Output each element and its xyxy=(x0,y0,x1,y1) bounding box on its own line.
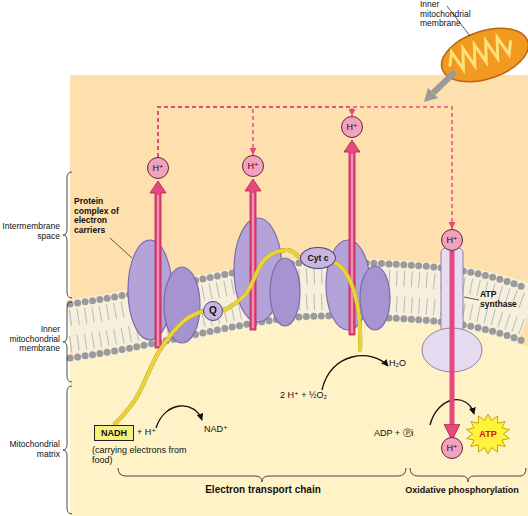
cytochrome-oval: Cyt c xyxy=(300,247,336,269)
leader-line xyxy=(464,297,479,300)
product-label: H₂O xyxy=(389,358,406,368)
reactant-label: 2 H⁺ + ½O₂ xyxy=(280,390,327,400)
proton-flow-line xyxy=(158,107,253,157)
synthase-label: ATP synthase xyxy=(480,290,526,309)
proton-pump-arrow xyxy=(245,179,261,330)
reaction-arrow xyxy=(156,406,202,428)
cristae xyxy=(446,34,515,73)
zoom-arrow-head xyxy=(424,88,438,102)
section-heading: Electron transport chain xyxy=(118,484,408,495)
complex-label: Protein complex of electron carriers xyxy=(74,197,134,235)
region-label: Inner mitochondrial membrane xyxy=(0,325,60,354)
node-text: H⁺ xyxy=(446,236,457,245)
zoom-arrow xyxy=(433,72,455,93)
protein-complex xyxy=(360,266,390,330)
node-text: H⁺ xyxy=(446,444,457,453)
brace xyxy=(63,172,72,298)
region-label: Mitochondrial matrix xyxy=(0,440,60,459)
proton-circle: H⁺ xyxy=(341,116,363,138)
atp-starburst: ATP xyxy=(466,414,510,454)
brace xyxy=(63,302,72,382)
node-text: H⁺ xyxy=(247,162,258,171)
node-text: NADH xyxy=(101,429,127,438)
membrane-label: Inner mitochondrial membrane xyxy=(420,0,480,29)
proton-pump-arrow xyxy=(150,181,166,348)
reaction-arrow xyxy=(322,356,388,390)
section-heading: Oxidative phosphorylation xyxy=(396,485,528,495)
ubiquinone-circle: Q xyxy=(203,301,223,321)
protein-complex xyxy=(270,258,300,326)
arrow-highlight xyxy=(252,193,254,328)
protein-complex xyxy=(164,267,200,343)
leader-line xyxy=(110,238,132,258)
electron-path xyxy=(114,311,203,425)
proton-channel-arrow xyxy=(450,251,455,437)
electron-path xyxy=(223,250,300,311)
proton-circle: H⁺ xyxy=(441,437,463,459)
electron-path xyxy=(334,262,360,352)
proton-flow-line xyxy=(158,107,452,229)
bracket xyxy=(410,468,526,482)
bracket xyxy=(118,468,406,482)
arrow-highlight xyxy=(351,154,353,333)
note-label: (carrying electrons from food) xyxy=(92,445,188,465)
arrow-highlight xyxy=(157,195,159,346)
proton-circle: H⁺ xyxy=(242,155,264,177)
reactant-label: + H⁺ xyxy=(137,427,156,437)
proton-circle: H⁺ xyxy=(147,157,169,179)
region-label: Intermembrane space xyxy=(0,222,60,241)
node-text: Q xyxy=(209,306,217,316)
proton-flow-line xyxy=(158,107,352,157)
nadh-box: NADH xyxy=(94,425,134,441)
product-label: NAD⁺ xyxy=(204,424,228,434)
brace xyxy=(63,386,72,514)
proton-circle: H⁺ xyxy=(441,229,463,251)
node-text: Cyt c xyxy=(308,254,329,263)
node-text: ATP xyxy=(479,430,496,439)
starburst-outline xyxy=(467,414,510,454)
node-text: H⁺ xyxy=(346,123,357,132)
node-text: H⁺ xyxy=(152,164,163,173)
intermembrane-space xyxy=(70,75,528,516)
reactant-label: ADP + Ⓟi xyxy=(374,428,414,438)
